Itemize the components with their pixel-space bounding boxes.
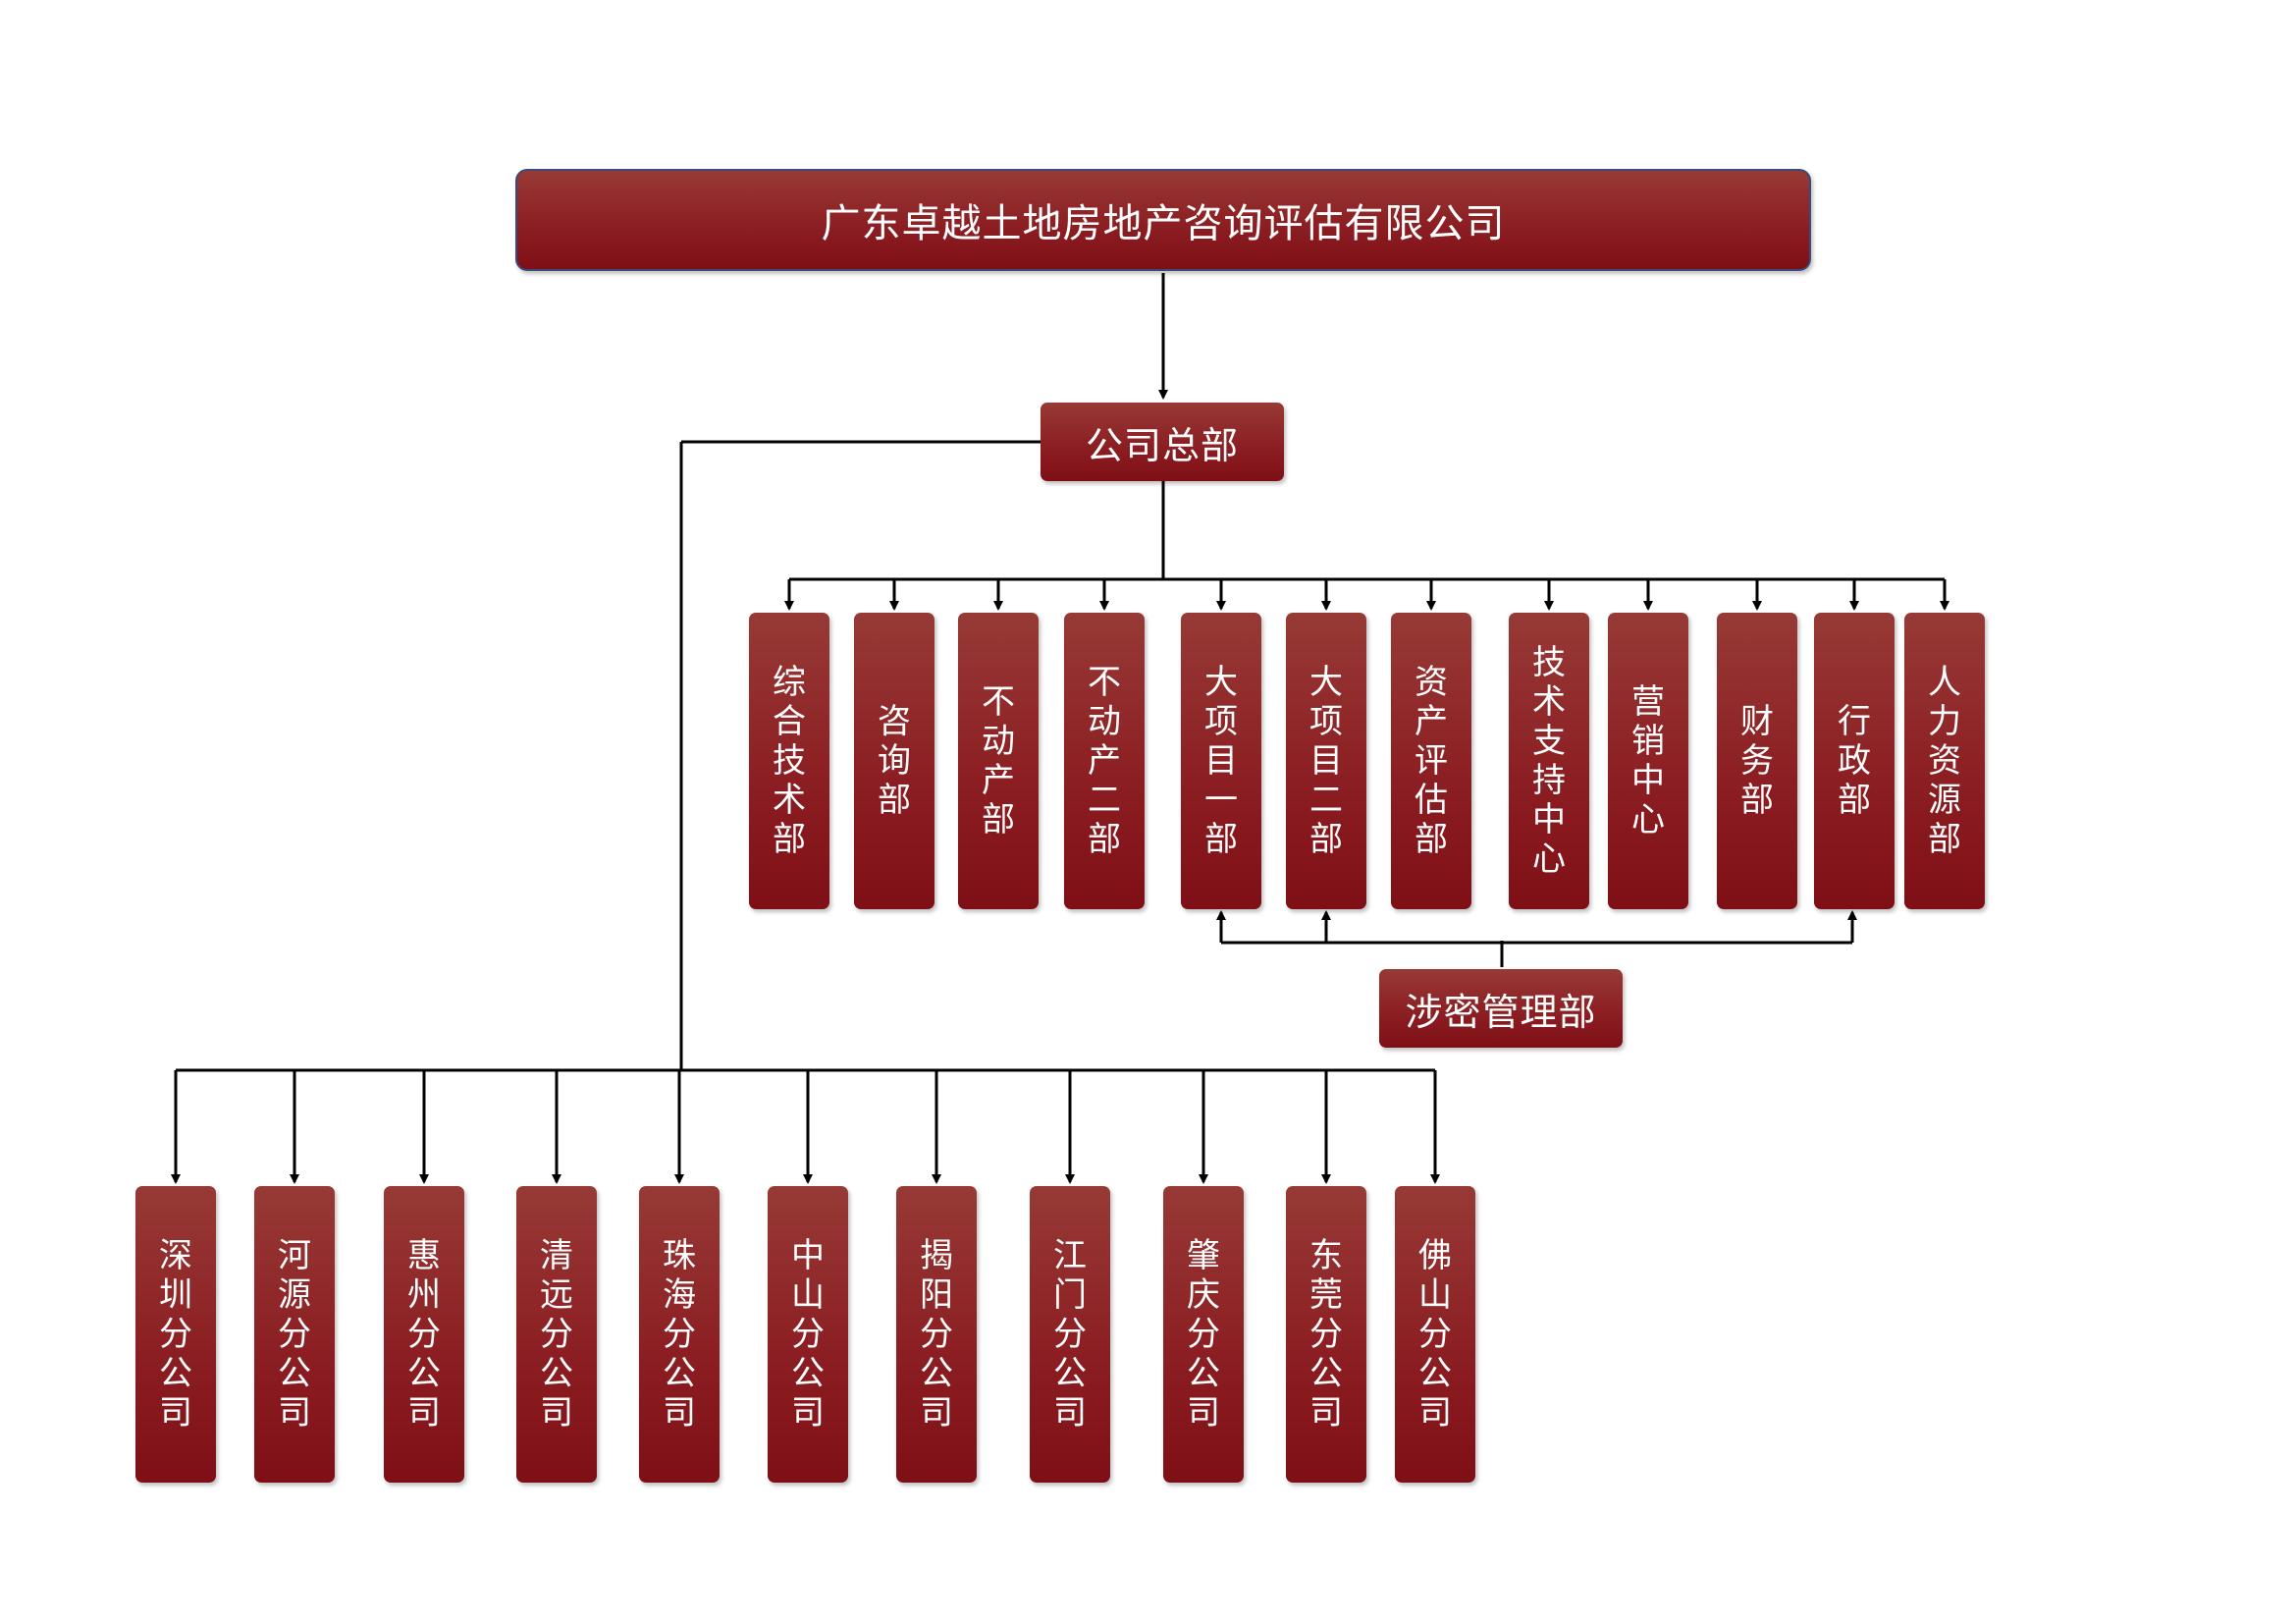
branch-box: 河源分公司 xyxy=(254,1186,335,1483)
branch-label: 清远分公司 xyxy=(540,1236,573,1433)
dept-box: 综合技术部 xyxy=(749,613,829,909)
branch-box: 惠州分公司 xyxy=(384,1186,464,1483)
branch-label: 佛山分公司 xyxy=(1418,1236,1452,1433)
dept-box: 大项目二部 xyxy=(1286,613,1366,909)
dept-label: 大项目二部 xyxy=(1309,663,1343,859)
dept-box: 大项目一部 xyxy=(1181,613,1261,909)
dept-label: 不动产二部 xyxy=(1088,663,1121,859)
branch-label: 惠州分公司 xyxy=(407,1236,441,1433)
branch-box: 佛山分公司 xyxy=(1395,1186,1475,1483)
branch-box: 揭阳分公司 xyxy=(896,1186,977,1483)
dept-label: 营销中心 xyxy=(1631,682,1665,839)
branch-box: 中山分公司 xyxy=(768,1186,848,1483)
branch-label: 深圳分公司 xyxy=(159,1236,192,1433)
dept-label: 资产评估部 xyxy=(1415,663,1448,859)
branch-label: 东莞分公司 xyxy=(1309,1236,1343,1433)
root-company-label: 广东卓越土地房地产咨询评估有限公司 xyxy=(821,201,1506,246)
dept-label: 人力资源部 xyxy=(1928,663,1961,859)
branch-box: 肇庆分公司 xyxy=(1163,1186,1244,1483)
dept-box: 不动产部 xyxy=(958,613,1039,909)
dept-box: 行政部 xyxy=(1814,613,1895,909)
dept-box: 资产评估部 xyxy=(1391,613,1471,909)
branch-label: 江门分公司 xyxy=(1053,1236,1087,1433)
dept-label: 综合技术部 xyxy=(773,663,806,859)
confidential-dept-box: 涉密管理部 xyxy=(1379,969,1623,1048)
branch-label: 珠海分公司 xyxy=(663,1236,696,1433)
branch-box: 东莞分公司 xyxy=(1286,1186,1366,1483)
branch-box: 珠海分公司 xyxy=(639,1186,720,1483)
root-company-box: 广东卓越土地房地产咨询评估有限公司 xyxy=(515,169,1811,271)
dept-label: 行政部 xyxy=(1838,702,1871,820)
branch-box: 江门分公司 xyxy=(1030,1186,1110,1483)
dept-box: 不动产二部 xyxy=(1064,613,1145,909)
dept-box: 技术支持中心 xyxy=(1509,613,1589,909)
dept-label: 不动产部 xyxy=(982,682,1015,839)
hq-box: 公司总部 xyxy=(1041,403,1284,481)
dept-label: 技术支持中心 xyxy=(1532,643,1566,879)
dept-box: 人力资源部 xyxy=(1904,613,1985,909)
branch-label: 河源分公司 xyxy=(278,1236,311,1433)
dept-box: 咨询部 xyxy=(854,613,934,909)
dept-box: 财务部 xyxy=(1717,613,1797,909)
dept-label: 咨询部 xyxy=(878,702,911,820)
hq-label: 公司总部 xyxy=(1085,423,1239,467)
branch-box: 清远分公司 xyxy=(516,1186,597,1483)
branch-label: 中山分公司 xyxy=(791,1236,825,1433)
dept-box: 营销中心 xyxy=(1608,613,1688,909)
dept-label: 大项目一部 xyxy=(1204,663,1238,859)
branch-label: 揭阳分公司 xyxy=(920,1236,953,1433)
dept-label: 财务部 xyxy=(1740,702,1774,820)
branch-label: 肇庆分公司 xyxy=(1187,1236,1220,1433)
confidential-dept-label: 涉密管理部 xyxy=(1405,990,1597,1034)
branch-box: 深圳分公司 xyxy=(135,1186,216,1483)
